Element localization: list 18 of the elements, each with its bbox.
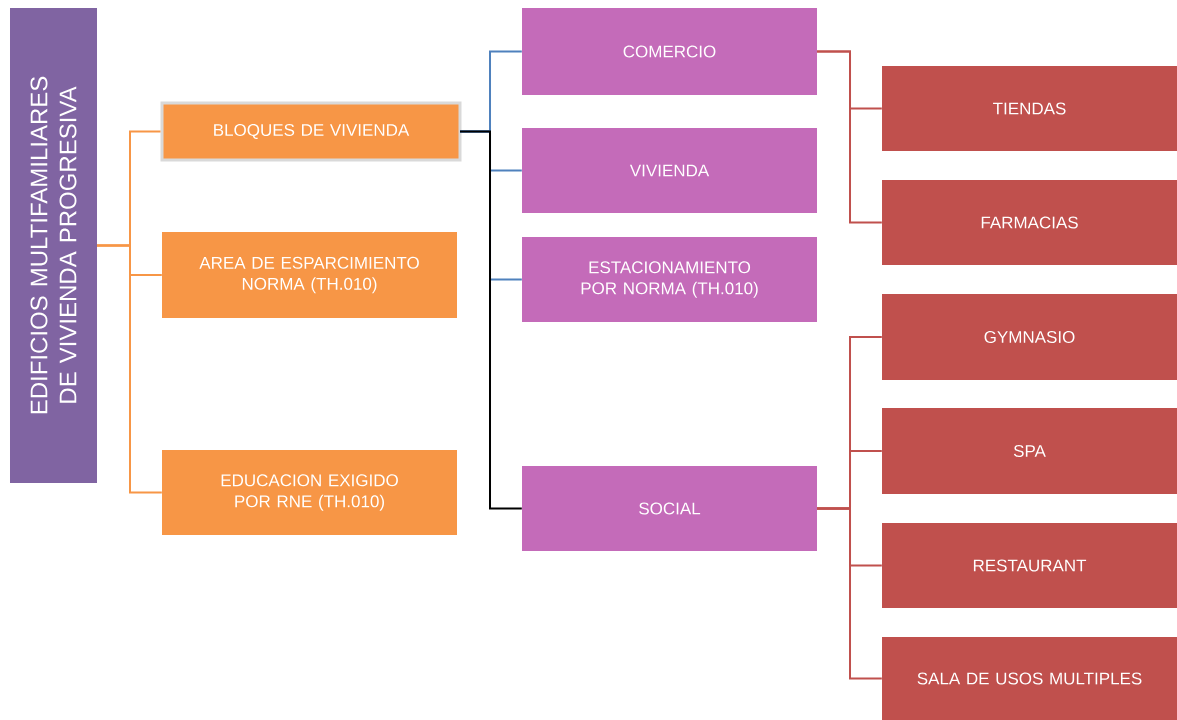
category-box: BLOQUES DE VIVIENDA: [160, 101, 462, 162]
category-box: EDUCACION EXIGIDO POR RNE (TH.010): [162, 450, 457, 535]
connector: [816, 50, 883, 224]
subcategory-box: ESTACIONAMIENTO POR NORMA (TH.010): [522, 237, 817, 322]
item-box: SPA: [882, 408, 1177, 494]
item-box: TIENDAS: [882, 66, 1177, 151]
connector: [96, 244, 163, 494]
item-box: FARMACIAS: [882, 180, 1177, 265]
subcategory-box: VIVIENDA: [522, 128, 817, 213]
subcategory-box: SOCIAL: [522, 466, 817, 551]
subcategory-box: COMERCIO: [522, 8, 817, 95]
title-band: EDIFICIOS MULTIFAMILIARES DE VIVIENDA PROGRESIVA: [10, 8, 97, 483]
item-box: SALA DE USOS MULTIPLES: [882, 637, 1177, 720]
category-box: AREA DE ESPARCIMIENTO NORMA (TH.010): [162, 232, 457, 318]
item-box: GYMNASIO: [882, 294, 1177, 380]
connector: [816, 507, 883, 680]
item-box: RESTAURANT: [882, 523, 1177, 608]
connector: [459, 130, 523, 510]
